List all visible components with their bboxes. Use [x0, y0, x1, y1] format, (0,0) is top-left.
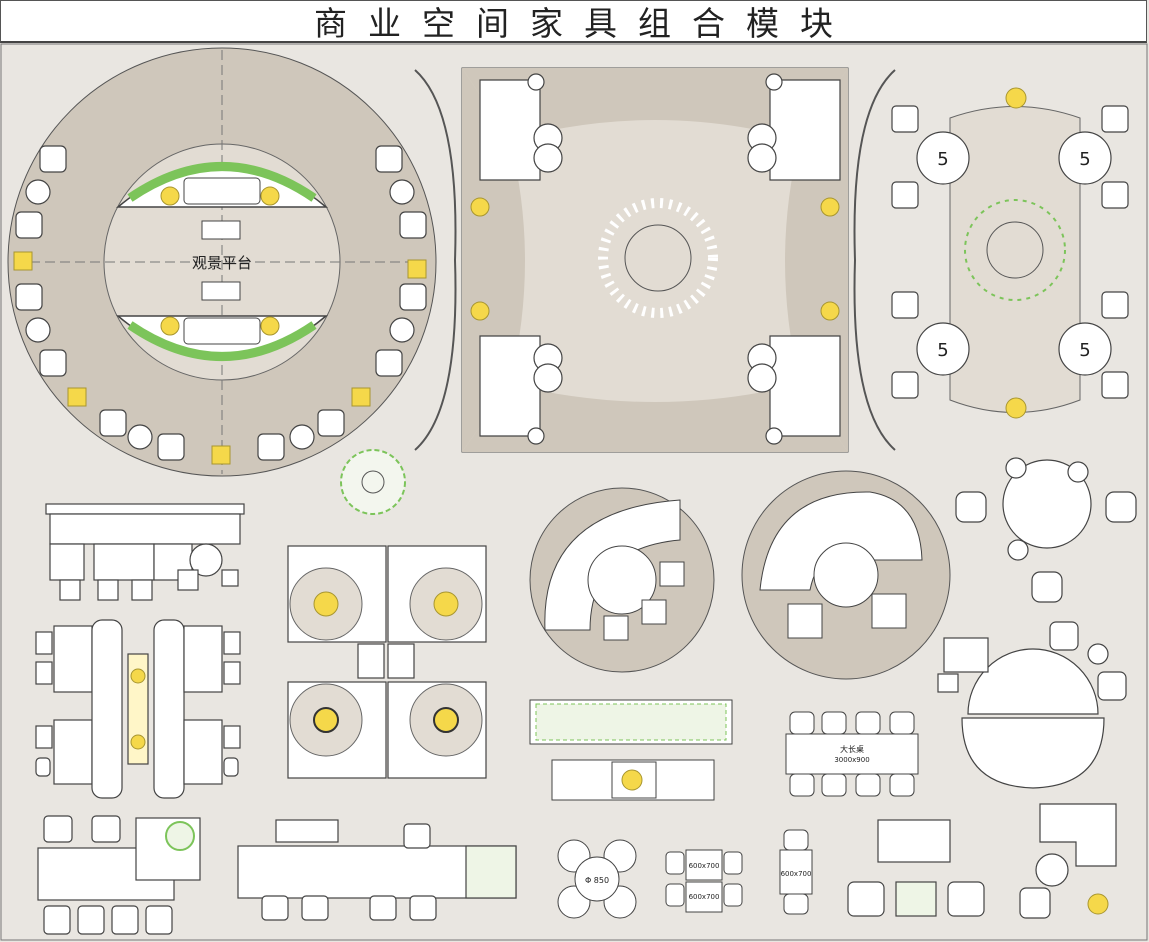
- title-bar: 商业空间家具组合模块: [0, 0, 1147, 43]
- central-lounge-plaza: [414, 67, 896, 453]
- page-title: 商业空间家具组合模块: [314, 4, 854, 43]
- meeting-desk: [237, 819, 517, 921]
- long-table-size: 3000x900: [834, 756, 869, 764]
- round-sofa-lounge: [741, 470, 951, 680]
- table-number-label: 5: [1079, 149, 1090, 170]
- round-table-label: Φ 850: [585, 876, 609, 885]
- corner-sofa: [1019, 803, 1117, 919]
- round-lounge-table: [955, 457, 1137, 603]
- workstation-cluster: [35, 619, 241, 799]
- square-table-label: 600x700: [689, 862, 720, 870]
- curved-sofa-booth: [529, 487, 715, 673]
- narrow-table: 600x700: [779, 829, 813, 915]
- four-seat-pod: [287, 545, 487, 779]
- viewing-platform-label: 观景平台: [192, 254, 252, 272]
- long-table: 大长桌 3000x900: [785, 711, 919, 797]
- planter-bench: [529, 699, 733, 801]
- long-table-name: 大长桌: [840, 744, 864, 754]
- round-tables-of-five: 5 5 5 5: [891, 87, 1129, 419]
- furniture-floor-plan: 观景平台: [0, 43, 1149, 942]
- round-table-850: Φ 850: [557, 839, 637, 919]
- round-observation-platform: 观景平台: [7, 47, 437, 477]
- table-number-label: 5: [937, 149, 948, 170]
- table-number-label: 5: [1079, 340, 1090, 361]
- display-and-armchairs: [847, 819, 985, 917]
- potted-plant: [340, 449, 406, 515]
- square-tables: 600x700 600x700: [665, 849, 743, 913]
- narrow-table-label: 600x700: [781, 870, 812, 878]
- office-desk-group: [45, 503, 245, 601]
- table-number-label: 5: [937, 340, 948, 361]
- square-table-label: 600x700: [689, 893, 720, 901]
- semicircle-booth: [937, 621, 1127, 789]
